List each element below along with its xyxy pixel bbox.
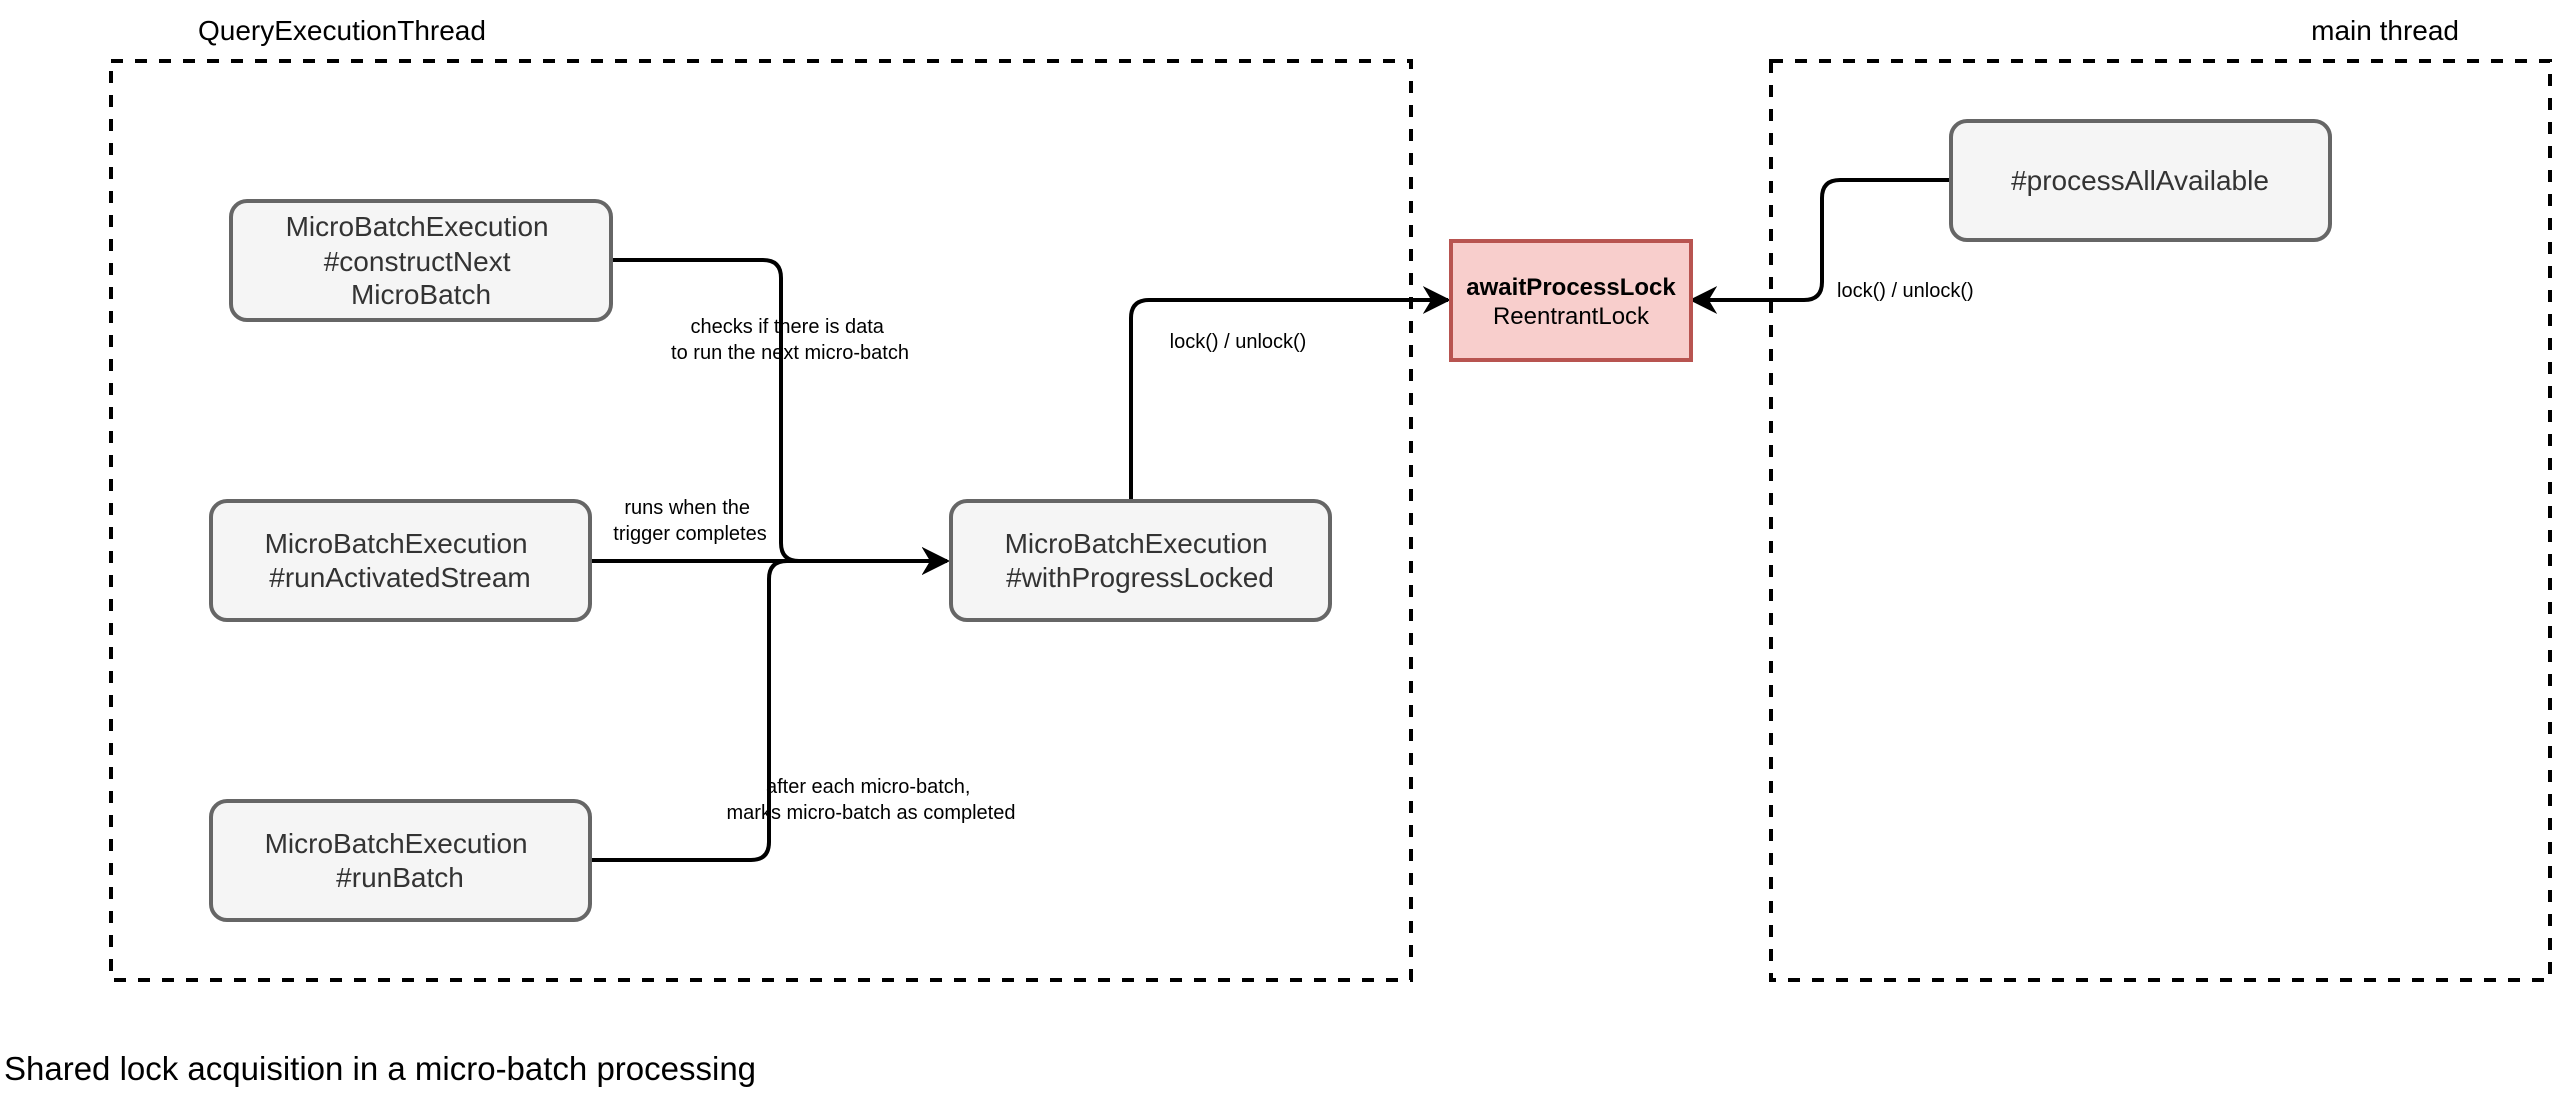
node-process-all-available: #processAllAvailable: [1949, 119, 2332, 242]
svg-text:MicroBatchExecution #wit: MicroBatchExecution #withProgressLocked: [1005, 528, 1276, 593]
label-runs-when-trigger-completes: runs when the trigger completes: [613, 497, 766, 545]
label-process-all-lock-unlock: lock() / unlock(): [1837, 280, 1974, 302]
label-after-each-micro-batch: after each micro-batch, marks micro-batc…: [727, 776, 1016, 824]
node-construct-next-microbatch: MicroBatchExecution #constructNext Micro…: [229, 199, 613, 322]
node-run-activated-stream: MicroBatchExecution #runActivatedStream: [209, 499, 592, 622]
query-execution-thread-boundary: [109, 59, 1413, 982]
lock-type: ReentrantLock: [1493, 303, 1650, 330]
node-run-batch: MicroBatchExecution #runBatch: [209, 799, 592, 922]
edge-process-all-to-lock: [1689, 178, 1950, 314]
svg-text:MicroBatchExecution #run: MicroBatchExecution #runActivatedStream: [265, 528, 536, 593]
edge-run-batch-to-with-progress: [590, 547, 950, 862]
main-thread-boundary: [1769, 59, 2552, 982]
diagram-caption: Shared lock acquisition in a micro-batch…: [4, 1050, 757, 1087]
svg-text:MicroBatchExecution #run: MicroBatchExecution #runBatch: [265, 828, 536, 893]
main-thread-title: main thread: [2311, 15, 2459, 46]
edge-with-progress-to-lock: [1129, 286, 1451, 499]
label-with-progress-lock-unlock: lock() / unlock(): [1170, 331, 1307, 353]
query-execution-thread-title: QueryExecutionThread: [198, 15, 486, 46]
lock-name: awaitProcessLock: [1466, 274, 1676, 301]
svg-text:#processAllAvailable: #processAllAvailable: [2011, 165, 2269, 196]
node-with-progress-locked: MicroBatchExecution #withProgressLocked: [949, 499, 1332, 622]
await-process-lock: awaitProcessLock ReentrantLock: [1449, 239, 1693, 362]
label-checks-data: checks if there is data to run the next …: [671, 316, 909, 364]
svg-text:MicroBatchExecution #con: MicroBatchExecution #constructNext Micro…: [286, 211, 557, 310]
